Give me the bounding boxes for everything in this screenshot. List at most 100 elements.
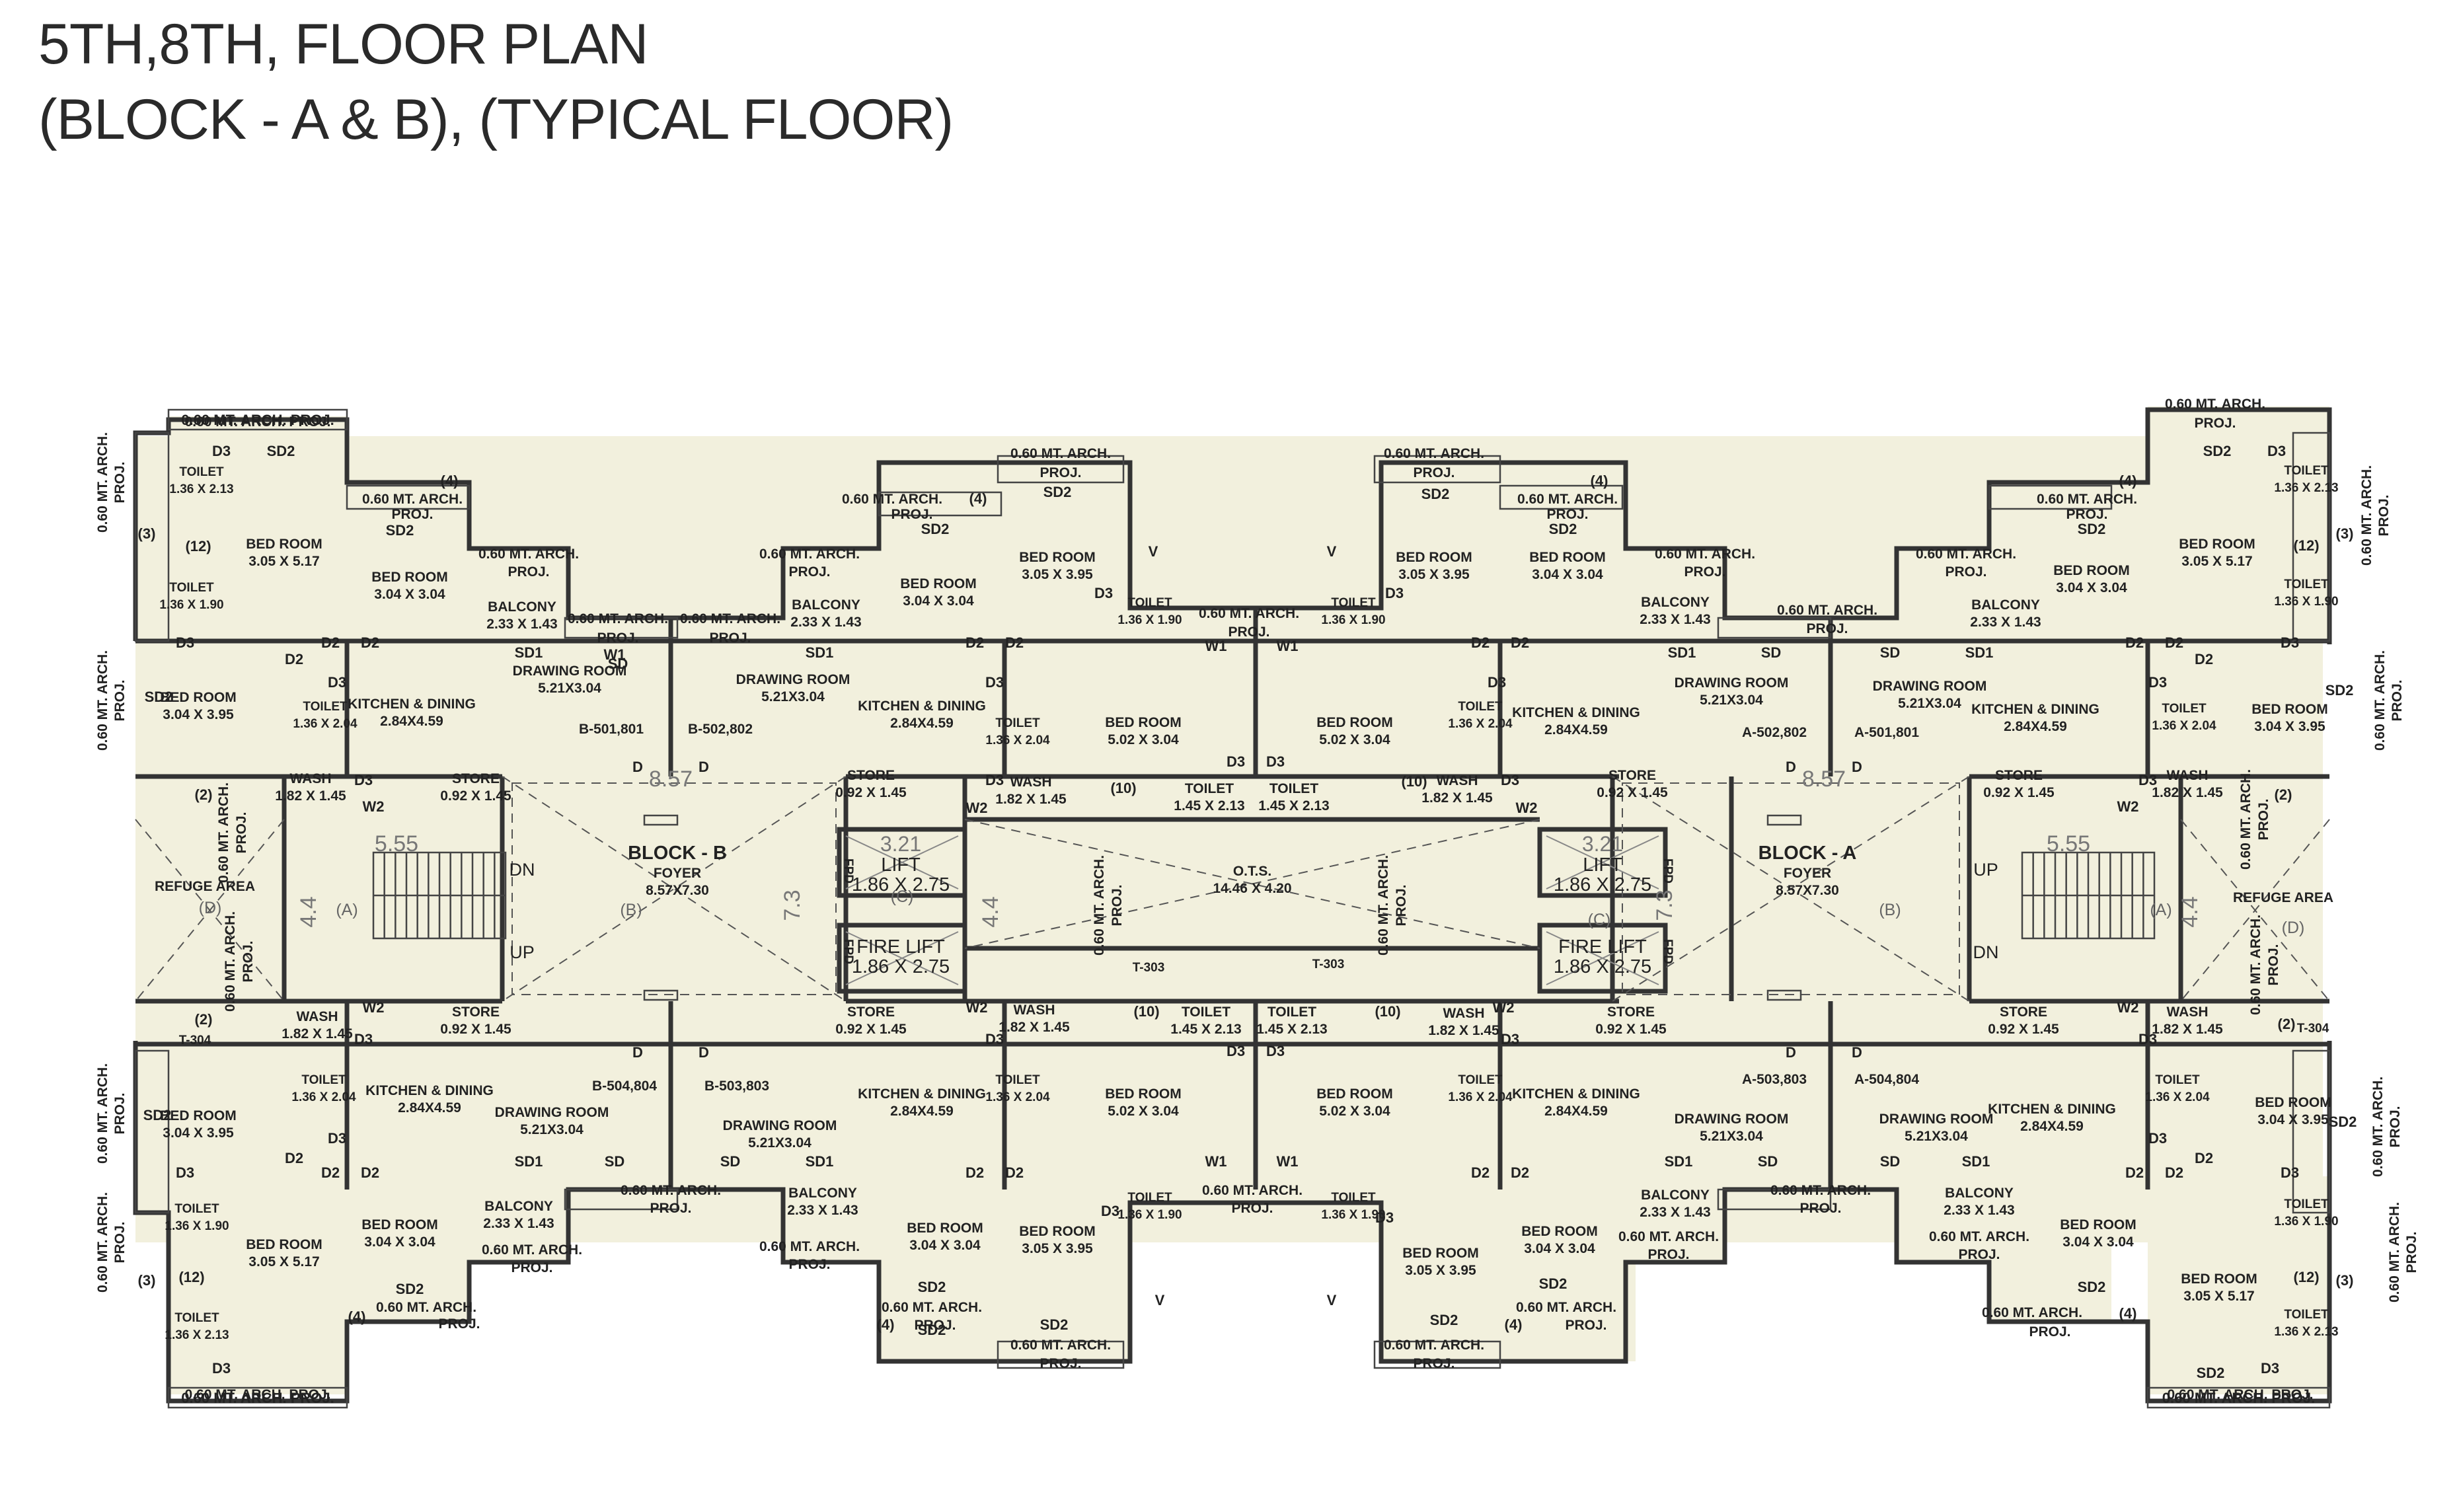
num: (2) [2278,1016,2296,1032]
door-tag-d2: D2 [1511,1164,1529,1181]
bed-room-dims: 3.04 X 3.95 [163,1125,234,1141]
arch-proj-bottom-mid-a [1373,1340,1501,1369]
toilet-dims: 1.36 X 2.13 [2274,1325,2338,1339]
door-tag-sd: SD [1761,644,1782,661]
proj-label: PROJ. [1228,624,1269,640]
kitchen: KITCHEN & DINING [365,1083,494,1098]
fire-lift-dims: 1.86 X 2.75 [1554,956,1651,977]
arch-label: 0.60 MT. ARCH. [2372,650,2388,751]
lift-shaft-a [1537,827,1668,898]
door-tag-d3: D3 [1227,753,1245,770]
stair-up: UP [510,942,535,962]
door-tag-d3: D3 [985,674,1004,691]
ots-dims: 14.46 X 4.20 [1213,881,1291,896]
circle-c: (C) [891,888,914,906]
door-tag-d2: D2 [321,634,340,651]
foyer-dims: 8.57X7.30 [1776,883,1839,898]
toilet-dims: 1.36 X 1.90 [2274,1215,2338,1228]
proj-label: PROJ. [891,507,932,522]
arch-proj-bottom-right-label: 0.60 MT. ARCH. PROJ. [2162,1390,2315,1406]
store: STORE [1608,768,1656,783]
toilet: TOILET [1458,1073,1503,1087]
door-tag-d3: D3 [985,1031,1004,1047]
arch-proj [564,617,679,639]
store-dims: 0.92 X 1.45 [440,788,511,804]
arch-label: 0.60 MT. ARCH. [362,492,463,507]
flat-number: B-504,804 [592,1078,657,1094]
bed-room-dims: 3.05 X 3.95 [1398,567,1470,582]
door-tag-sd1: SD1 [1668,644,1696,661]
wing-fill [1004,482,1130,641]
door-tag-d2: D2 [1005,634,1024,651]
circle-d: (D) [2282,919,2305,937]
door-tag-sd2: SD2 [396,1281,424,1297]
bed-room: BED ROOM [160,690,237,705]
arch-proj-top-left [167,408,348,431]
side-arch-proj [2292,432,2331,642]
door-tag-sd2: SD2 [2078,521,2106,537]
bed-room: BED ROOM [1521,1224,1598,1239]
drawing-room-dims: 5.21X3.04 [1700,1129,1763,1144]
wing-fill [1500,1176,1626,1322]
door-tag-sd1: SD1 [806,644,834,661]
arch-proj [346,484,471,510]
ots-diagonal [964,819,1540,949]
bed-room-dims: 3.04 X 3.04 [2056,580,2127,595]
door-tag-d3: D3 [2267,443,2286,459]
wash-dims: 1.82 X 1.45 [999,1020,1070,1035]
arch-label: 0.60 MT. ARCH. [95,432,110,533]
balcony-dims: 2.33 X 1.43 [1970,615,2041,630]
toilet: TOILET [303,700,348,714]
door-tag-sd1: SD1 [806,1153,834,1170]
arch-label: 0.60 MT. ARCH. [216,782,231,883]
door-tag-sd: SD [1880,1153,1901,1170]
proj-label: PROJ. [508,564,549,580]
bed-room-dims: 3.04 X 3.95 [163,707,234,722]
kitchen-dims: 2.84X4.59 [380,714,443,729]
proj-label: PROJ. [2066,507,2107,522]
toilet: TOILET [1182,1004,1230,1020]
lift-shaft-b [837,827,967,898]
drawing-room-dims: 5.21X3.04 [761,689,825,704]
toilet-dims: 1.36 X 1.90 [1321,613,1385,627]
arch-proj-top-mid-b [997,455,1125,484]
bed-room-dims: 3.04 X 3.04 [903,593,974,609]
arch-label: 0.60 MT. ARCH. [2248,915,2263,1015]
kitchen: KITCHEN & DINING [1988,1102,2116,1117]
bed-room-dims: 3.04 X 3.04 [909,1238,981,1253]
arch-label: 0.60 MT. ARCH. [2387,1202,2402,1303]
arch-proj [1499,484,1624,510]
door-tag-sd2: SD2 [1043,484,1072,500]
door-tag-d2: D2 [321,1164,340,1181]
arch-label: 0.60 MT. ARCH. [478,547,579,562]
balcony-dims: 2.33 X 1.43 [1944,1203,2014,1218]
door-tag-sd2: SD2 [2197,1365,2225,1381]
bed-room: BED ROOM [2060,1217,2136,1232]
door-tag-sd2: SD2 [1430,1312,1458,1328]
foyer-dims: 8.57X7.30 [646,883,709,898]
num: (10) [1133,1003,1159,1020]
store: STORE [847,768,895,783]
flat-number: A-502,802 [1742,725,1807,740]
bed-room: BED ROOM [246,537,322,552]
door-tag-d3: D3 [212,443,231,459]
door-tag-sd1: SD1 [1962,1153,1990,1170]
door-tag-d3: D3 [328,674,346,691]
door-tag-d3: D3 [1385,585,1404,601]
drawing-room-dims: 5.21X3.04 [520,1122,584,1137]
balcony: BALCONY [788,1186,857,1201]
dim-321: 3.21 [1582,832,1623,856]
store-dims: 0.92 X 1.45 [1983,785,2055,800]
proj-label: PROJ. [1799,1201,1841,1216]
side-arch-proj [134,432,170,642]
circle-b: (B) [1879,901,1901,919]
arch-label: 0.60 MT. ARCH. [1982,1305,2082,1320]
bed-room: BED ROOM [1105,715,1182,730]
room-fills [135,406,2329,1394]
bed-room: BED ROOM [160,1108,237,1123]
fpd-label: FPD [1661,858,1675,884]
proj-label: PROJ. [2266,944,2281,985]
drawing-room-dims: 5.21X3.04 [1700,693,1763,708]
arch-label: 0.60 MT. ARCH. [568,611,668,626]
foyer-diagonal [502,776,847,1002]
